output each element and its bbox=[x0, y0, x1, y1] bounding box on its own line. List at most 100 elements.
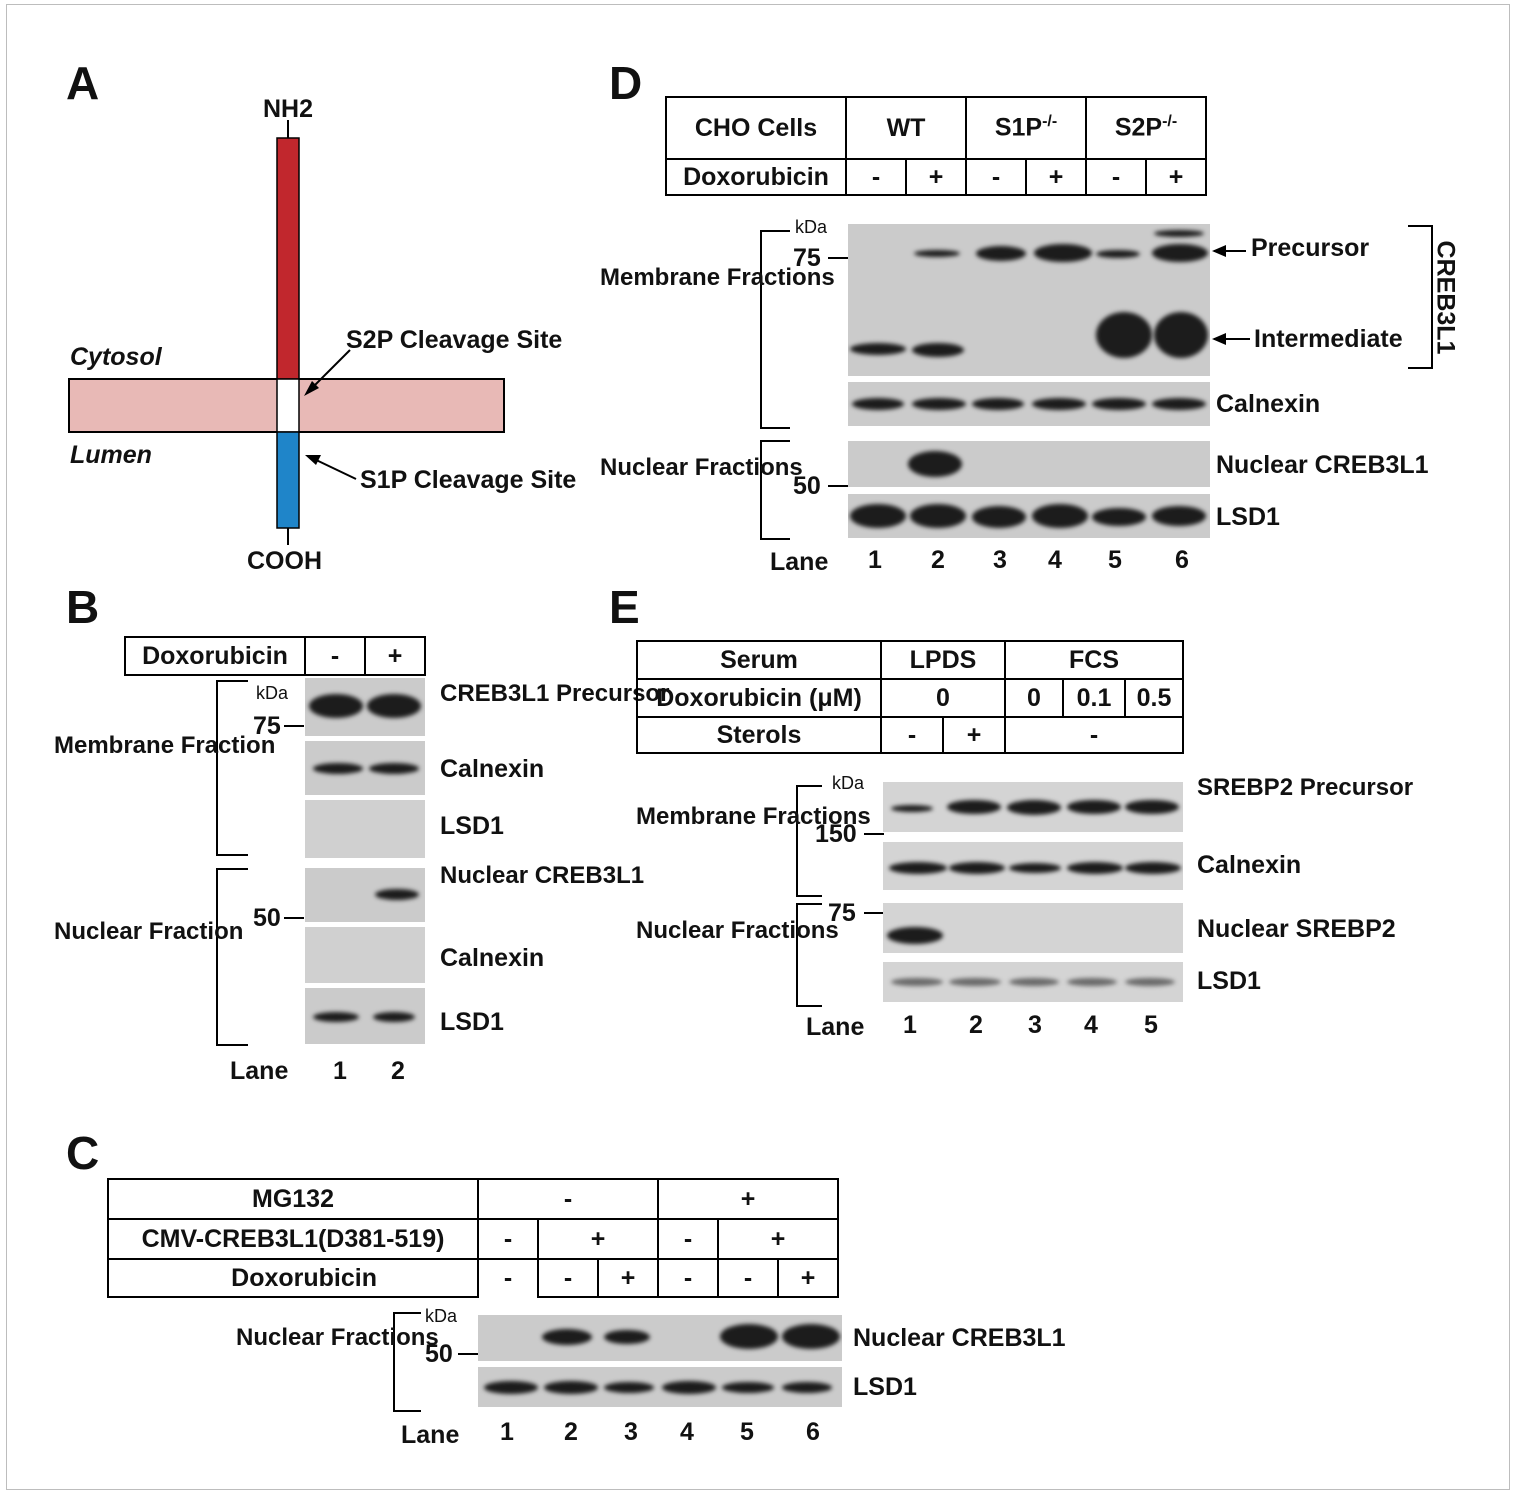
blot-d-lsd1 bbox=[848, 494, 1210, 538]
calnexin-label: Calnexin bbox=[1197, 851, 1302, 879]
sterols-sign-fcs: - bbox=[1004, 716, 1184, 754]
figure-frame bbox=[6, 4, 1510, 1490]
sign-6: + bbox=[1145, 158, 1207, 196]
marker-50-tick bbox=[828, 485, 850, 487]
lumen-label: Lumen bbox=[70, 441, 152, 469]
lane-1: 1 bbox=[500, 1418, 514, 1446]
nuclear-bracket bbox=[393, 1312, 421, 1412]
marker-75: 75 bbox=[828, 899, 856, 927]
creb3l1-vertical-label: CREB3L1 bbox=[1431, 240, 1460, 355]
nuclear-fraction-label: Nuclear Fraction bbox=[54, 918, 244, 945]
serum-lpds: LPDS bbox=[880, 640, 1006, 680]
marker-50-tick bbox=[458, 1353, 480, 1355]
cooh-label: COOH bbox=[247, 547, 322, 575]
lane-6: 6 bbox=[806, 1418, 820, 1446]
marker-150-tick bbox=[864, 833, 884, 835]
membrane-bracket bbox=[760, 230, 790, 429]
sign-4: + bbox=[1025, 158, 1087, 196]
construct-sign-4: + bbox=[717, 1218, 839, 1260]
blot-e-lsd1 bbox=[883, 962, 1183, 1002]
blot-d-creb3l1-membrane bbox=[848, 224, 1210, 376]
lane-4: 4 bbox=[1084, 1011, 1098, 1039]
kda-label: kDa bbox=[425, 1306, 458, 1326]
blot-b-lsd1-membrane bbox=[305, 800, 425, 858]
blot-c-lsd1 bbox=[478, 1367, 842, 1407]
marker-150: 150 bbox=[815, 820, 857, 848]
nuclear-creb3l1-label: Nuclear CREB3L1 bbox=[853, 1324, 1066, 1352]
lane-1: 1 bbox=[868, 546, 882, 574]
dose-lpds: 0 bbox=[880, 678, 1006, 718]
nuclear-bracket bbox=[796, 903, 822, 1007]
lane-3: 3 bbox=[993, 546, 1007, 574]
lane-4: 4 bbox=[680, 1418, 694, 1446]
creb3l1-bracket bbox=[1408, 225, 1433, 369]
nuclear-creb3l1-label: Nuclear CREB3L1 bbox=[1216, 451, 1429, 479]
membrane-fractions-label: Membrane Fractions bbox=[636, 803, 871, 830]
precursor-label: Precursor bbox=[1251, 234, 1370, 262]
lsd1-label: LSD1 bbox=[1197, 967, 1261, 995]
blot-e-calnexin bbox=[883, 842, 1183, 890]
mg132-plus: + bbox=[657, 1178, 839, 1220]
sterols-sign-1: - bbox=[880, 716, 944, 754]
lane-2: 2 bbox=[391, 1057, 405, 1085]
membrane-topology-diagram bbox=[68, 120, 505, 545]
panel-e-condition-table: Serum LPDS FCS Doxorubicin (μM) 0 0 0.1 … bbox=[636, 640, 1184, 754]
lane-1: 1 bbox=[903, 1011, 917, 1039]
sign-2: + bbox=[905, 158, 967, 196]
construct-label: CMV-CREB3L1(D381-519) bbox=[107, 1218, 479, 1260]
panel-c-condition-table: MG132 - + CMV-CREB3L1(D381-519) - + - + … bbox=[107, 1178, 839, 1298]
cells-label: CHO Cells bbox=[665, 96, 847, 160]
treatment-label: Doxorubicin bbox=[107, 1258, 479, 1298]
calnexin-nuclear-label: Calnexin bbox=[440, 944, 545, 972]
panel-b-label: B bbox=[66, 581, 100, 633]
nuclear-fractions-label: Nuclear Fractions bbox=[636, 917, 839, 944]
nuclear-bracket bbox=[216, 868, 248, 1046]
kda-label: kDa bbox=[795, 217, 828, 237]
band-pointer-arrows bbox=[1212, 225, 1433, 369]
transmembrane-segment bbox=[276, 378, 300, 433]
treatment-sign-4: - bbox=[657, 1258, 719, 1298]
treatment-sign-6: + bbox=[777, 1258, 839, 1298]
blot-b-creb3l1-precursor bbox=[305, 678, 425, 736]
dose-fcs-3: 0.5 bbox=[1124, 678, 1184, 718]
blot-b-lsd1-nuclear bbox=[305, 988, 425, 1044]
panel-b-condition-table: Doxorubicin - + bbox=[124, 636, 426, 676]
marker-50-tick bbox=[284, 917, 304, 919]
lane-5: 5 bbox=[740, 1418, 754, 1446]
construct-sign-2: + bbox=[537, 1218, 659, 1260]
nuclear-bracket bbox=[760, 440, 790, 540]
treatment-sign-3: + bbox=[597, 1258, 659, 1298]
blot-e-nuclear-srebp2 bbox=[883, 903, 1183, 953]
lane-6: 6 bbox=[1175, 546, 1189, 574]
panel-d-condition-table: CHO Cells WT S1P-/- S2P-/- Doxorubicin -… bbox=[665, 96, 1207, 196]
lane-1-sign: - bbox=[304, 636, 366, 676]
lane-label: Lane bbox=[401, 1421, 460, 1449]
group-wt: WT bbox=[845, 96, 967, 160]
sterols-sign-2: + bbox=[942, 716, 1006, 754]
lane-5: 5 bbox=[1144, 1011, 1158, 1039]
lane-label: Lane bbox=[806, 1013, 865, 1041]
calnexin-membrane-label: Calnexin bbox=[440, 755, 545, 783]
s1p-cleavage-label: S1P Cleavage Site bbox=[360, 466, 577, 494]
nh2-label: NH2 bbox=[263, 95, 314, 123]
sterols-label: Sterols bbox=[636, 716, 882, 754]
marker-75: 75 bbox=[793, 244, 821, 272]
creb3l1-precursor-label: CREB3L1 Precursor bbox=[440, 680, 670, 707]
construct-sign-3: - bbox=[657, 1218, 719, 1260]
membrane-bracket bbox=[216, 680, 248, 856]
panel-e-label: E bbox=[609, 581, 640, 633]
luminal-domain bbox=[276, 431, 300, 529]
marker-75-tick bbox=[864, 912, 884, 914]
cytosolic-domain bbox=[276, 137, 300, 380]
s2p-cleavage-label: S2P Cleavage Site bbox=[346, 326, 563, 354]
lane-3: 3 bbox=[624, 1418, 638, 1446]
calnexin-label: Calnexin bbox=[1216, 390, 1321, 418]
marker-75-tick bbox=[284, 725, 304, 727]
treatment-label: Doxorubicin bbox=[124, 636, 306, 676]
serum-label: Serum bbox=[636, 640, 882, 680]
mg132-label: MG132 bbox=[107, 1178, 479, 1220]
marker-50: 50 bbox=[793, 472, 821, 500]
blot-c-nuclear-creb3l1 bbox=[478, 1315, 842, 1361]
membrane-fraction-label: Membrane Fraction bbox=[54, 732, 276, 759]
lane-label: Lane bbox=[230, 1057, 289, 1085]
